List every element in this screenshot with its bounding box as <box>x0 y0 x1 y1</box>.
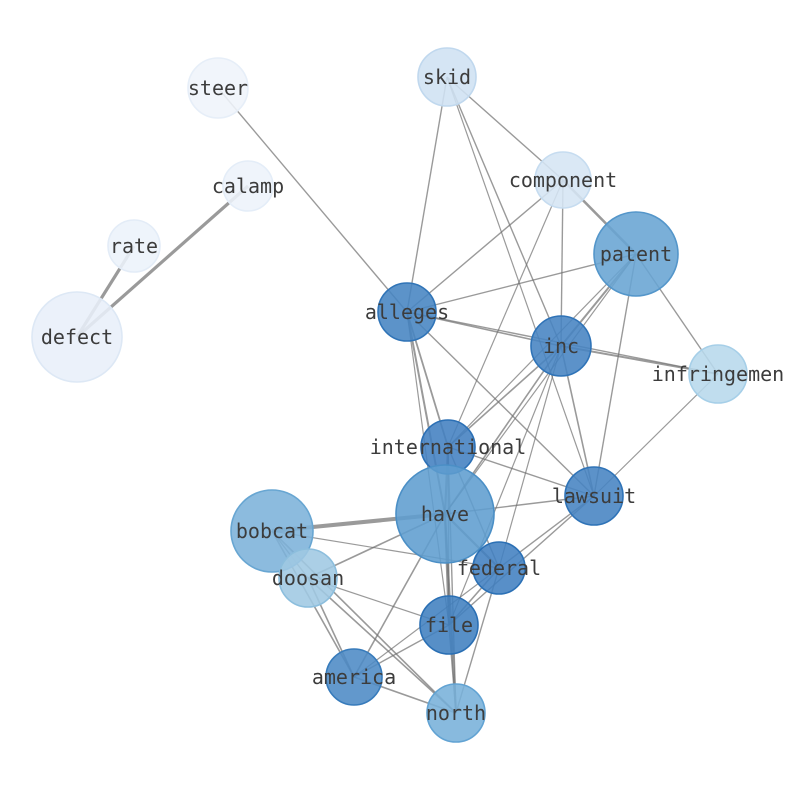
edge-inc-file <box>448 345 562 626</box>
node-alleges <box>377 282 437 342</box>
node-north <box>426 683 486 743</box>
node-infringemen <box>688 344 748 404</box>
node-bobcat <box>230 489 314 573</box>
edge-skid-lawsuit <box>446 76 595 497</box>
edge-component-alleges <box>406 179 564 313</box>
edge-skid-inc <box>446 76 562 347</box>
node-america <box>325 648 383 706</box>
node-skid <box>417 47 477 107</box>
node-calamp <box>222 160 274 212</box>
edge-doosan-north <box>307 577 457 714</box>
node-federal <box>472 541 526 595</box>
node-doosan <box>278 548 338 608</box>
node-component <box>534 151 592 209</box>
labels-layer: steercalampratedefectskidcomponentpatent… <box>41 65 784 725</box>
node-lawsuit <box>564 466 624 526</box>
node-have <box>395 464 495 564</box>
node-steer <box>187 57 249 119</box>
edge-inc-federal <box>498 345 562 569</box>
node-rate <box>107 219 161 273</box>
node-inc <box>530 315 592 377</box>
edge-patent-have <box>444 253 637 515</box>
node-defect <box>31 291 123 383</box>
edge-alleges-lawsuit <box>406 311 595 497</box>
edge-component-international <box>447 179 564 448</box>
node-patent <box>593 211 679 297</box>
node-file <box>419 595 479 655</box>
edges-layer <box>75 76 719 714</box>
nodes-layer <box>31 47 748 743</box>
edge-steer-alleges <box>217 87 408 313</box>
edge-skid-alleges <box>406 76 448 313</box>
